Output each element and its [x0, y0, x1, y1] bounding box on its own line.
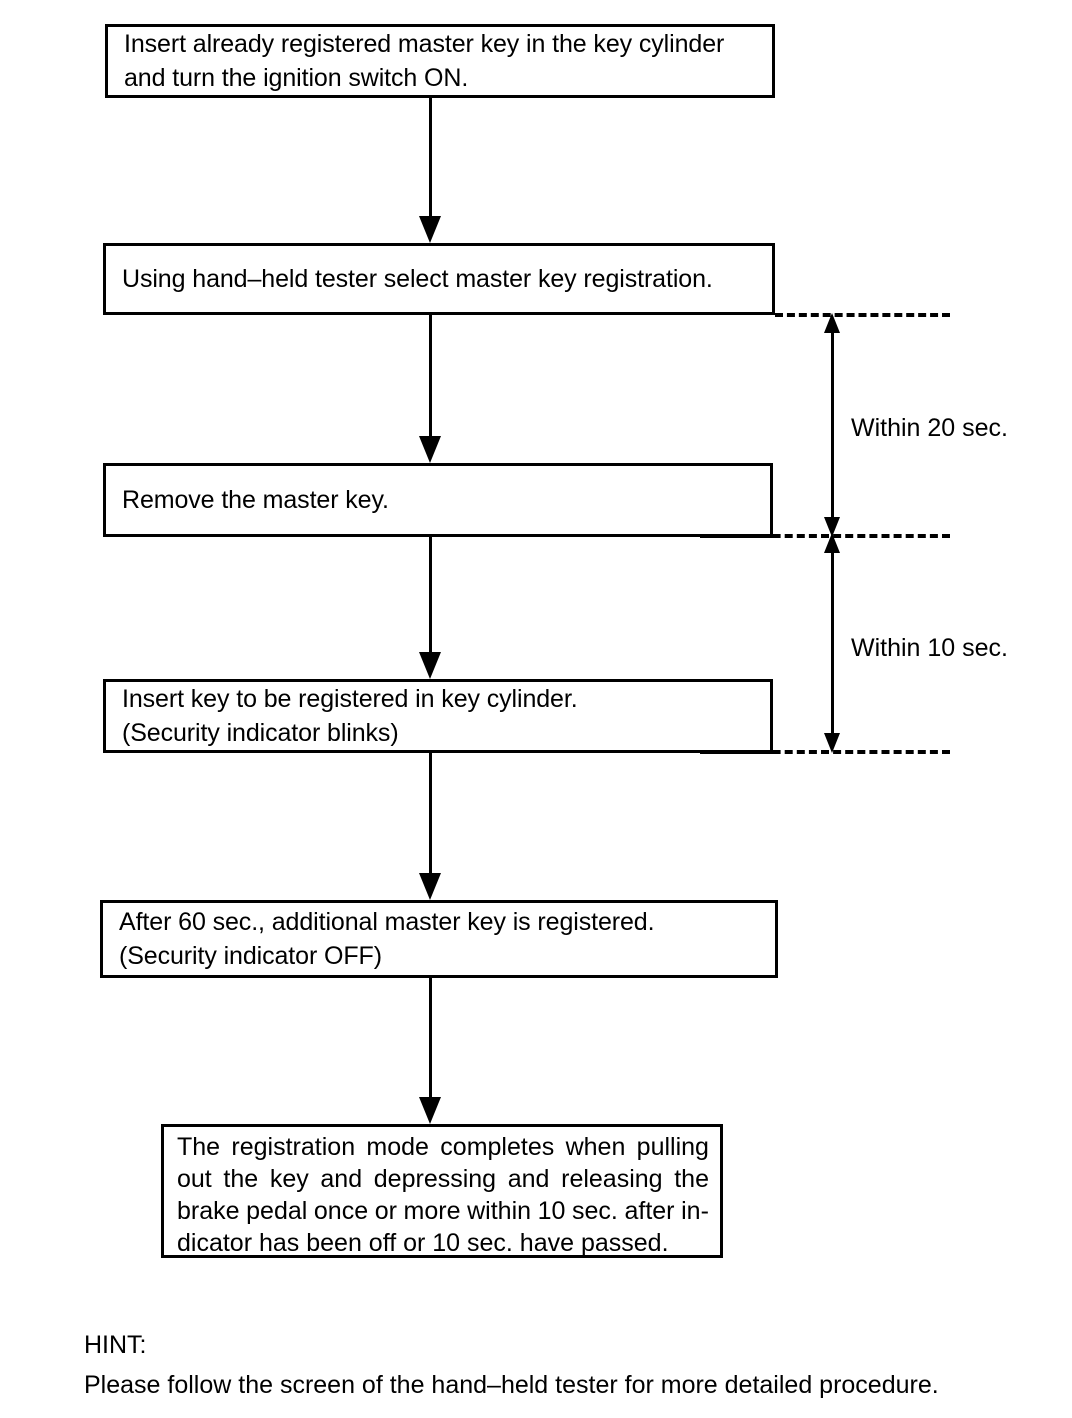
flow-step-5-line-2: (Security indicator OFF): [119, 942, 382, 970]
dimension-arrowhead-down-20sec-icon: [824, 517, 840, 537]
flow-step-1-line-1: Insert already registered master key in …: [124, 30, 725, 58]
dimension-arrowhead-down-10sec-icon: [824, 733, 840, 753]
flow-step-3-line-1: Remove the master key.: [122, 486, 389, 514]
hint-block: HINT: Please follow the screen of the ha…: [84, 1325, 1024, 1405]
arrowhead-2-to-3-icon: [419, 436, 441, 463]
connector-2-to-3: [429, 315, 432, 439]
flow-step-box-3: Remove the master key.: [103, 463, 773, 537]
flow-final-line-4: dicator has been off or 10 sec. have pas…: [177, 1229, 669, 1257]
dimension-extension-line-bottom: [700, 750, 950, 754]
flow-step-5-line-1: After 60 sec., additional master key is …: [119, 908, 655, 936]
connector-1-to-2: [429, 98, 432, 222]
arrowhead-4-to-5-icon: [419, 873, 441, 900]
connector-3-to-4: [429, 537, 432, 661]
dimension-line-10sec: [831, 541, 834, 745]
hint-text: Please follow the screen of the hand–hel…: [84, 1371, 939, 1399]
timing-label-20sec: Within 20 sec.: [851, 414, 1009, 442]
dimension-line-20sec: [831, 321, 834, 529]
arrowhead-5-to-6-icon: [419, 1097, 441, 1124]
dimension-extension-line-top: [775, 313, 950, 317]
flow-step-box-1: Insert already registered master key in …: [105, 24, 775, 98]
arrowhead-1-to-2-icon: [419, 216, 441, 243]
timing-label-10sec: Within 10 sec.: [851, 634, 1009, 662]
connector-4-to-5: [429, 753, 432, 875]
flow-step-4-line-2: (Security indicator blinks): [122, 719, 399, 747]
flow-step-2-line-1: Using hand–held tester select master key…: [122, 265, 713, 293]
flow-step-box-2: Using hand–held tester select master key…: [103, 243, 775, 315]
flow-step-1-line-2: and turn the ignition switch ON.: [124, 64, 469, 92]
flow-step-box-5: After 60 sec., additional master key is …: [100, 900, 778, 978]
connector-5-to-6: [429, 978, 432, 1102]
hint-heading: HINT:: [84, 1331, 147, 1359]
flow-step-4-line-1: Insert key to be registered in key cylin…: [122, 685, 578, 713]
flow-step-box-4: Insert key to be registered in key cylin…: [103, 679, 773, 753]
arrowhead-3-to-4-icon: [419, 652, 441, 679]
